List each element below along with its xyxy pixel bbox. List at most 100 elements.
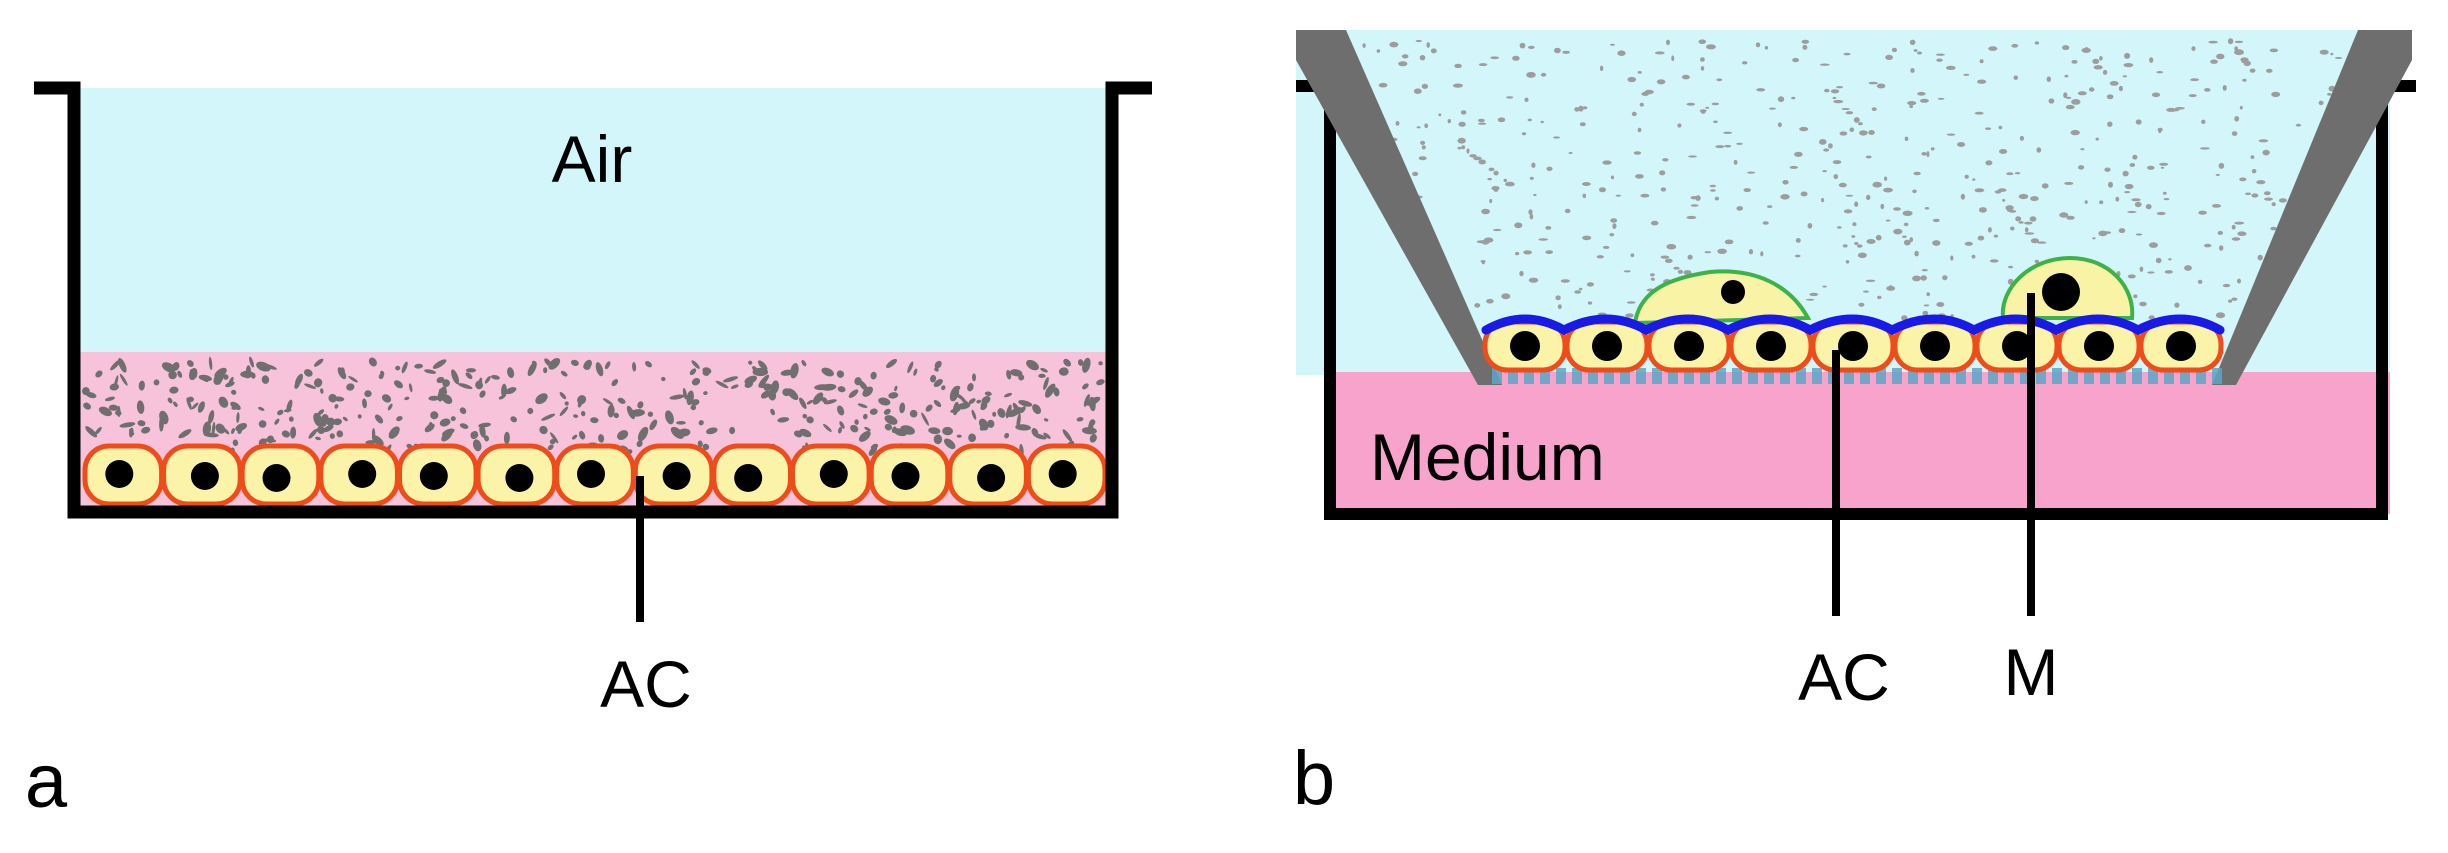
- particle: [457, 383, 473, 390]
- particle: [2066, 215, 2075, 220]
- particle: [141, 426, 151, 434]
- membrane-pore: [1732, 368, 1742, 384]
- particle: [401, 361, 408, 374]
- particle: [2319, 49, 2329, 55]
- particle: [1974, 111, 1984, 115]
- particle: [1921, 152, 1927, 156]
- particle: [981, 395, 991, 405]
- particle: [1733, 159, 1738, 165]
- particle: [1609, 233, 1615, 237]
- particle: [1716, 78, 1723, 82]
- particle: [1491, 186, 1500, 191]
- particle: [1492, 228, 1502, 232]
- membrane-pore: [1796, 368, 1806, 384]
- alveolar-cell: [2138, 319, 2224, 373]
- particle: [862, 413, 868, 420]
- particle: [424, 423, 435, 433]
- particle: [2029, 216, 2037, 222]
- particle: [1398, 61, 1408, 67]
- particle: [2132, 154, 2138, 160]
- particle: [2264, 197, 2273, 201]
- particle: [1839, 131, 1848, 136]
- particle: [539, 425, 548, 435]
- particle: [759, 381, 766, 389]
- particle: [2018, 221, 2024, 224]
- particle: [2231, 224, 2236, 230]
- particle: [1723, 131, 1733, 134]
- particle: [611, 379, 619, 387]
- particle: [2078, 165, 2085, 170]
- particle: [777, 417, 790, 423]
- particle: [1540, 72, 1547, 77]
- particle: [2013, 75, 2019, 80]
- panel-b-porous-membrane: [1492, 368, 2222, 384]
- particle: [236, 412, 240, 424]
- particle: [925, 404, 933, 412]
- particle: [1501, 293, 1511, 300]
- particle: [83, 402, 92, 410]
- particle: [1474, 303, 1481, 308]
- particle: [1909, 39, 1916, 45]
- membrane-pore: [2196, 368, 2206, 384]
- particle: [1043, 377, 1049, 390]
- particle: [1635, 174, 1644, 179]
- particle: [1683, 270, 1692, 275]
- particle: [1914, 250, 1919, 257]
- particle: [1421, 145, 1426, 150]
- particle: [1545, 250, 1553, 255]
- particle: [337, 367, 347, 380]
- particle: [992, 411, 997, 417]
- particle: [1555, 295, 1561, 301]
- particle: [2127, 210, 2137, 214]
- particle: [1626, 301, 1636, 304]
- particle: [1972, 178, 1976, 181]
- particle: [1582, 106, 1588, 110]
- particle: [459, 407, 467, 415]
- particle: [2251, 193, 2259, 198]
- particle: [2064, 181, 2074, 185]
- particle: [1527, 45, 1535, 50]
- particle: [2088, 87, 2095, 92]
- particle: [869, 408, 878, 415]
- membrane-pore: [1716, 368, 1726, 384]
- particle: [2122, 170, 2129, 177]
- particle: [2168, 258, 2172, 261]
- particle: [313, 378, 323, 388]
- particle: [1627, 76, 1637, 83]
- particle: [1832, 96, 1837, 100]
- particle: [1868, 81, 1878, 85]
- particle: [550, 432, 559, 444]
- particle: [1630, 253, 1635, 258]
- particle: [186, 397, 192, 410]
- particle: [2145, 204, 2152, 210]
- particle: [1715, 145, 1725, 149]
- particle: [1794, 254, 1801, 258]
- particle: [2071, 99, 2081, 105]
- particle: [1912, 275, 1921, 282]
- particle: [884, 423, 893, 431]
- particle: [2212, 204, 2221, 208]
- particle: [477, 377, 483, 389]
- particle: [1654, 51, 1665, 55]
- particle: [2171, 109, 2180, 112]
- particle: [1096, 379, 1105, 386]
- particle: [1681, 74, 1690, 80]
- particle: [2123, 63, 2134, 68]
- particle: [976, 399, 982, 404]
- particle: [949, 386, 960, 402]
- particle: [503, 431, 510, 445]
- membrane-pore: [1588, 368, 1598, 384]
- particle: [109, 383, 119, 391]
- particle: [1845, 111, 1854, 115]
- particle: [304, 383, 317, 389]
- particle: [1837, 226, 1842, 229]
- alveolar-cell: [868, 443, 951, 507]
- particle: [1946, 133, 1956, 136]
- particle: [1747, 171, 1756, 174]
- particle: [821, 397, 828, 403]
- alveolar-cell: [161, 443, 243, 507]
- particle: [1851, 235, 1856, 238]
- membrane-pore: [1924, 368, 1934, 384]
- particle: [1421, 83, 1429, 89]
- particle: [1891, 47, 1897, 53]
